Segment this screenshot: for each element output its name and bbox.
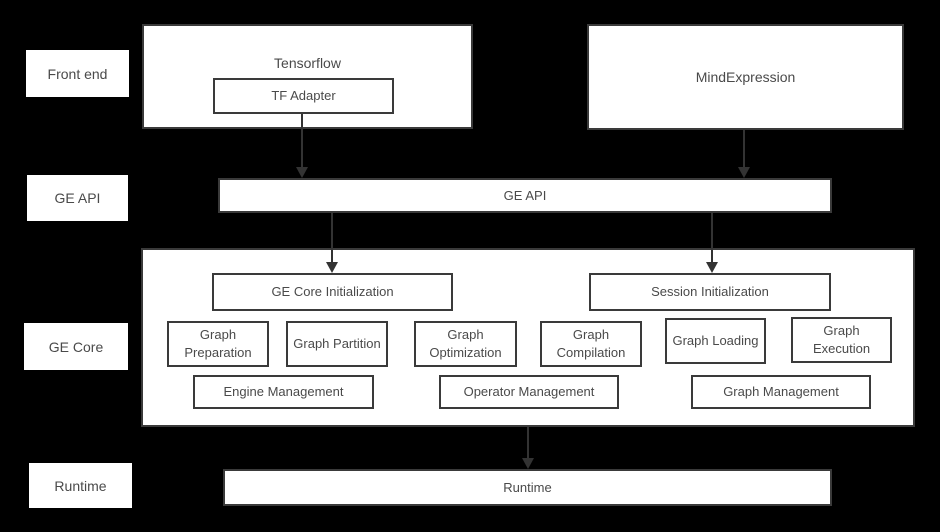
engine-management-box: Engine Management (193, 375, 374, 409)
ge-api-bar-label: GE API (503, 187, 547, 203)
side-label-front-end: Front end (26, 50, 129, 97)
runtime-bar-label: Runtime (503, 479, 552, 495)
arrow-tf-adapter-to-ge-api (296, 114, 308, 178)
arrow-head-icon (738, 167, 750, 178)
session-initialization-box: Session Initialization (589, 273, 831, 311)
arrow-mindexpression-to-ge-api (738, 130, 750, 178)
arrow-head-icon (522, 458, 534, 469)
engine-management-label: Engine Management (223, 384, 344, 399)
arrow-line (301, 114, 303, 167)
ge-api-bar: GE API (218, 178, 832, 213)
runtime-bar: Runtime (223, 469, 832, 506)
graph-partition-box: Graph Partition (286, 321, 388, 367)
graph-management-box: Graph Management (691, 375, 871, 409)
operator-management-label: Operator Management (463, 384, 595, 399)
side-label-ge-api: GE API (27, 175, 128, 221)
mindexpression-box: MindExpression (587, 24, 904, 130)
graph-optimization-label: Graph Optimization (429, 327, 502, 360)
arrow-line (527, 427, 529, 458)
arrow-line (331, 213, 333, 262)
arrow-ge-api-to-ge-core-initialization (326, 213, 338, 273)
tf-adapter-label: TF Adapter (271, 88, 336, 103)
arrow-line (743, 130, 745, 167)
graph-management-label: Graph Management (723, 384, 839, 399)
graph-preparation-box: Graph Preparation (167, 321, 269, 367)
arrow-head-icon (326, 262, 338, 273)
session-initialization-label: Session Initialization (651, 284, 769, 299)
tf-adapter-box: TF Adapter (213, 78, 394, 114)
arrow-ge-api-to-session-initialization (706, 213, 718, 273)
arrow-ge-core-to-runtime (522, 427, 534, 469)
graph-preparation-label: Graph Preparation (184, 327, 252, 360)
graph-partition-label: Graph Partition (293, 336, 381, 351)
arrow-line (711, 213, 713, 262)
operator-management-box: Operator Management (439, 375, 619, 409)
arrow-head-icon (706, 262, 718, 273)
ge-core-box: GE Core Initialization Session Initializ… (141, 248, 915, 427)
tensorflow-box: Tensorflow TF Adapter (142, 24, 473, 129)
graph-loading-box: Graph Loading (665, 318, 766, 364)
graph-execution-label: Graph Execution (812, 323, 871, 356)
graph-execution-box: Graph Execution (791, 317, 892, 363)
arrow-head-icon (296, 167, 308, 178)
mindexpression-label: MindExpression (695, 69, 796, 85)
tensorflow-label: Tensorflow (274, 55, 341, 71)
graph-loading-label: Graph Loading (672, 333, 759, 348)
graph-compilation-box: Graph Compilation (540, 321, 642, 367)
side-label-runtime: Runtime (29, 463, 132, 508)
side-label-ge-core: GE Core (24, 323, 128, 370)
ge-core-initialization-box: GE Core Initialization (212, 273, 453, 311)
graph-optimization-box: Graph Optimization (414, 321, 517, 367)
ge-core-initialization-label: GE Core Initialization (271, 284, 394, 299)
graph-compilation-label: Graph Compilation (556, 327, 626, 360)
